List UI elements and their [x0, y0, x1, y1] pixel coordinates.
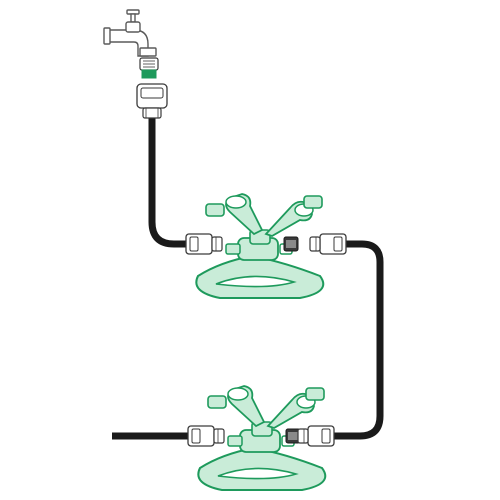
sprinkler-1-inlet-connector — [185, 233, 223, 255]
hoses — [112, 118, 384, 440]
quick-connector-icon — [136, 83, 168, 119]
sprinkler-2-outlet-connector — [297, 425, 335, 447]
quick-connector-icon — [185, 233, 223, 255]
sprinkler-1-outlet-connector — [309, 233, 347, 255]
hose-sprinkler-1-to-sprinkler-2 — [334, 240, 384, 440]
faucet-icon — [103, 9, 157, 57]
sprinkler-2-inlet-connector — [187, 425, 225, 447]
quick-connector-icon — [297, 425, 335, 447]
hose-faucet-to-sprinkler-1 — [148, 118, 186, 248]
quick-connector-icon — [187, 425, 225, 447]
sprinkler-1-outlet-adapter — [283, 236, 299, 252]
threaded-adapter-icon — [139, 57, 159, 79]
quick-connector-icon — [309, 233, 347, 255]
